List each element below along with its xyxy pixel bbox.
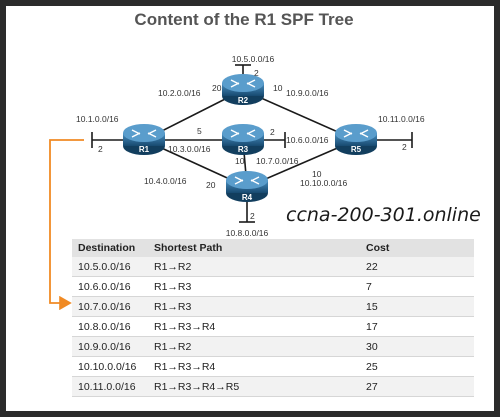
cell-cost: 22	[360, 257, 474, 277]
router-r1-label: R1	[139, 145, 150, 154]
network-10-4-label: 10.4.0.0/16	[144, 176, 187, 186]
cost-r2-r5: 10	[273, 83, 283, 93]
router-r3-label: R3	[238, 145, 249, 154]
network-10-3-label: 10.3.0.0/16	[168, 144, 211, 154]
router-r4-label: R4	[242, 193, 253, 202]
cell-destination: 10.10.0.0/16	[72, 356, 148, 377]
highlight-arrow	[49, 139, 84, 311]
figure-title: Content of the R1 SPF Tree	[134, 10, 354, 29]
cell-path: R1→R3	[148, 276, 360, 297]
router-r5-label: R5	[351, 145, 362, 154]
network-10-2-label: 10.2.0.0/16	[158, 88, 201, 98]
network-10-6-label: 10.6.0.0/16	[286, 135, 329, 145]
network-10-5-label: 10.5.0.0/16	[232, 54, 275, 64]
table-row: 10.10.0.0/16 R1→R3→R4 25	[72, 356, 474, 377]
router-r1: R1	[123, 124, 165, 155]
network-10-11-label: 10.11.0.0/16	[378, 114, 425, 124]
cost-r3-stub: 2	[270, 127, 275, 137]
network-10-7-label: 10.7.0.0/16	[256, 156, 299, 166]
cell-destination: 10.5.0.0/16	[72, 257, 148, 277]
cell-destination: 10.7.0.0/16	[72, 296, 148, 317]
cell-cost: 7	[360, 276, 474, 297]
table-row: 10.11.0.0/16 R1→R3→R4→R5 27	[72, 376, 474, 397]
cost-r4-r5: 10	[312, 169, 322, 179]
router-r5: R5	[335, 124, 377, 155]
network-10-9-label: 10.9.0.0/16	[286, 88, 329, 98]
cell-destination: 10.8.0.0/16	[72, 316, 148, 337]
table-row: 10.9.0.0/16 R1→R2 30	[72, 336, 474, 357]
router-r2: R2	[222, 74, 264, 105]
cell-path: R1→R3→R4	[148, 316, 360, 337]
header-cost: Cost	[360, 239, 474, 257]
cost-r1-r2: 20	[212, 83, 222, 93]
table-row: 10.5.0.0/16 R1→R2 22	[72, 257, 474, 277]
cell-cost: 30	[360, 336, 474, 357]
cell-destination: 10.9.0.0/16	[72, 336, 148, 357]
cost-r1-stub: 2	[98, 144, 103, 154]
cost-r1-r3: 5	[197, 126, 202, 136]
header-shortest-path: Shortest Path	[148, 239, 360, 257]
network-10-8-label: 10.8.0.0/16	[226, 228, 269, 238]
cell-cost: 17	[360, 316, 474, 337]
cell-path: R1→R2	[148, 257, 360, 277]
cell-path: R1→R3→R4→R5	[148, 376, 360, 397]
header-destination: Destination	[72, 239, 148, 257]
cell-path: R1→R3	[148, 296, 360, 317]
cost-r4-stub: 2	[250, 211, 255, 221]
cell-cost: 25	[360, 356, 474, 377]
network-10-1-label: 10.1.0.0/16	[76, 114, 119, 124]
table-row: 10.8.0.0/16 R1→R3→R4 17	[72, 316, 474, 337]
cell-path: R1→R3→R4	[148, 356, 360, 377]
cost-r5-stub: 2	[402, 142, 407, 152]
router-r2-label: R2	[238, 96, 249, 105]
cost-r1-r4: 20	[206, 180, 216, 190]
spf-table: Destination Shortest Path Cost 10.5.0.0/…	[72, 239, 474, 397]
cell-destination: 10.11.0.0/16	[72, 376, 148, 397]
router-r4: R4	[226, 171, 268, 202]
table-row: 10.6.0.0/16 R1→R3 7	[72, 276, 474, 297]
router-r3: R3	[222, 124, 264, 155]
cost-r3-r4: 10	[235, 156, 245, 166]
cost-r2-stub: 2	[254, 68, 259, 78]
cell-destination: 10.6.0.0/16	[72, 276, 148, 297]
table-row: 10.7.0.0/16 R1→R3 15	[72, 296, 474, 317]
watermark-text: ccna-200-301.online	[286, 204, 481, 226]
cell-cost: 15	[360, 296, 474, 317]
table-header-row: Destination Shortest Path Cost	[72, 239, 474, 257]
network-10-10-label: 10.10.0.0/16	[300, 178, 348, 188]
cell-path: R1→R2	[148, 336, 360, 357]
cell-cost: 27	[360, 376, 474, 397]
